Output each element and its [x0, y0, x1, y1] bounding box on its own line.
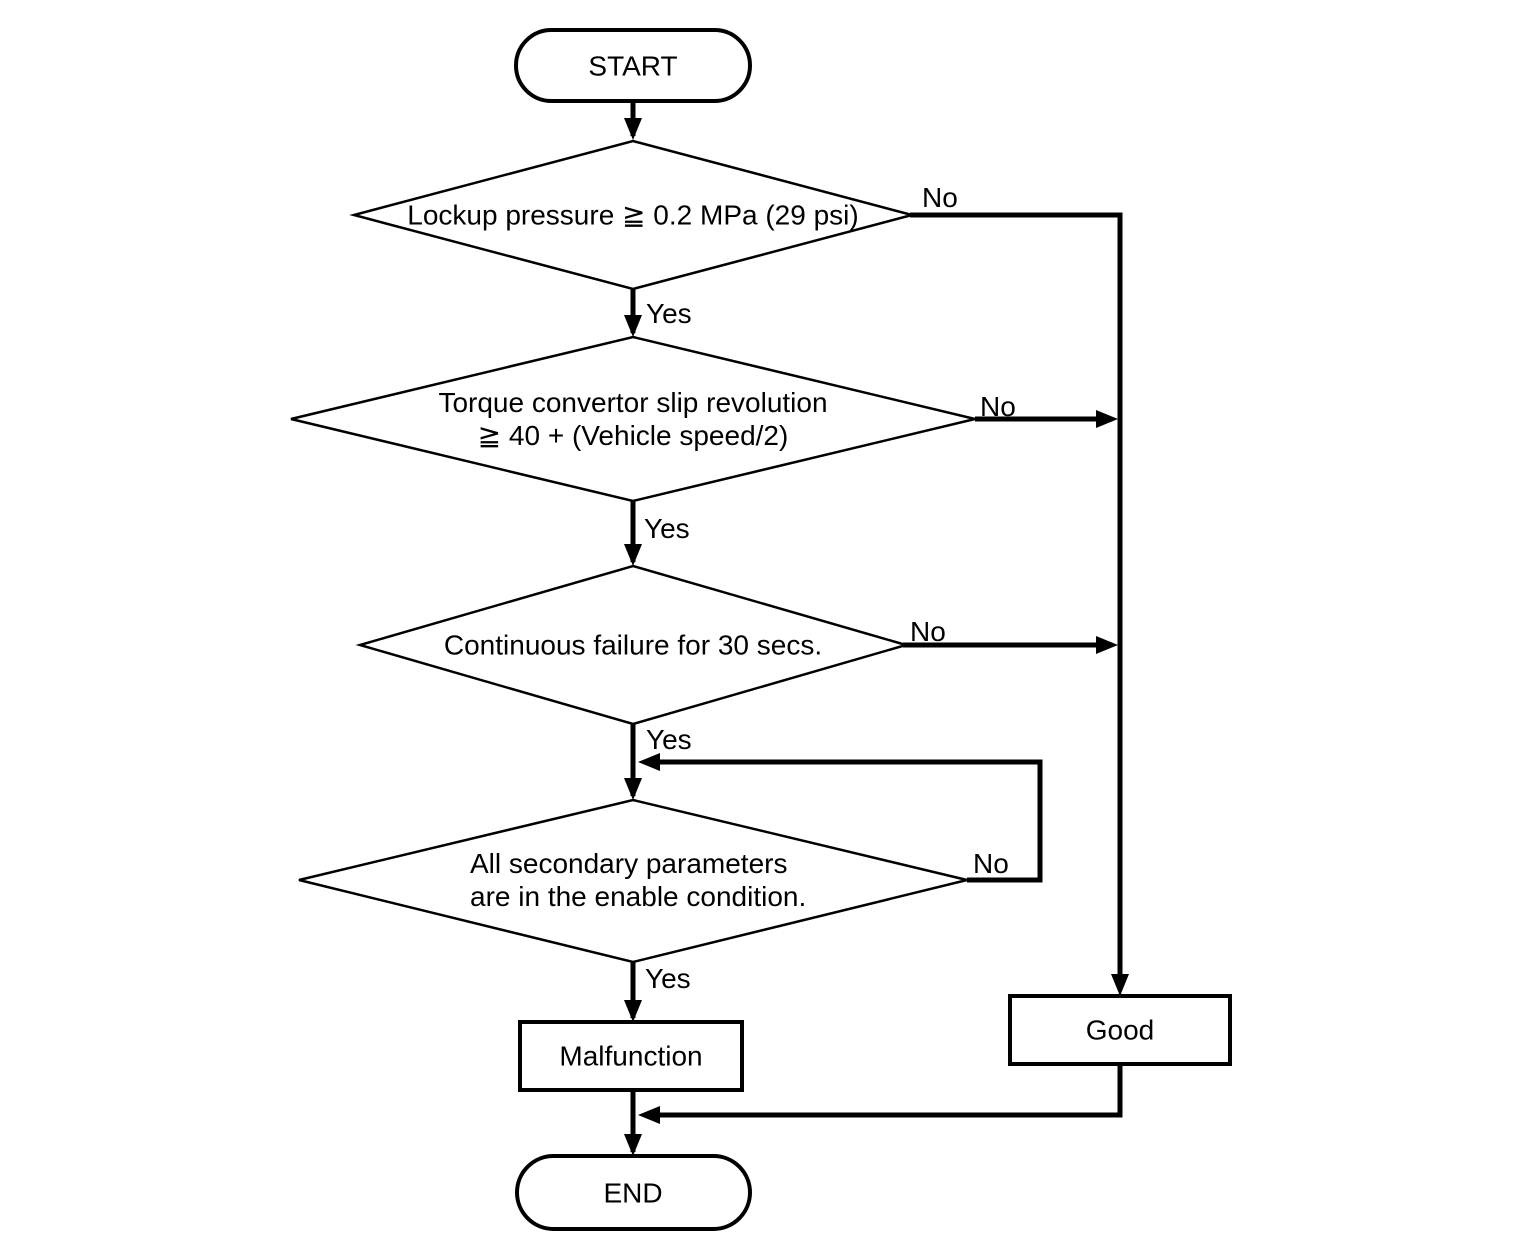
- malfunction-label: Malfunction: [559, 1040, 703, 1072]
- decision3-yes-label: Yes: [646, 724, 692, 755]
- decision3-no-label: No: [910, 616, 946, 647]
- decision4-no-label: No: [973, 848, 1009, 879]
- arrowhead-into-malfunction: [624, 1000, 642, 1022]
- decision4-label-line2: are in the enable condition.: [470, 881, 807, 912]
- decision2-label-line1: Torque convertor slip revolution: [438, 387, 828, 418]
- start-label: START: [588, 50, 678, 82]
- end-label: END: [603, 1177, 663, 1209]
- arrowhead-decision3-no-into-rail: [1096, 636, 1118, 654]
- edge-good-to-merge: [644, 1064, 1123, 1118]
- decision4-label-line1: All secondary parameters: [470, 848, 788, 879]
- arrowhead-into-good: [1111, 974, 1129, 996]
- decision2-diamond: [290, 335, 976, 503]
- decision2-label: Torque convertor slip revolution ≧ 40 + …: [438, 386, 827, 452]
- decision1-label: Lockup pressure ≧ 0.2 MPa (29 psi): [407, 199, 859, 231]
- decision3-label: Continuous failure for 30 secs.: [443, 629, 823, 661]
- arrowhead-decision2-no-into-rail: [1096, 410, 1118, 428]
- edge-decision1-no-rail: [910, 212, 1123, 990]
- arrowhead-into-decision2: [624, 315, 642, 337]
- decision4-diamond: [298, 798, 968, 964]
- good-label: Good: [1085, 1014, 1155, 1046]
- decision3-diamond: [355, 564, 911, 726]
- arrowhead-merge-into-line: [638, 1106, 660, 1124]
- decision1-yes-label: Yes: [646, 298, 692, 329]
- decision1-diamond: [349, 139, 917, 291]
- malfunction-node: [518, 1020, 744, 1092]
- decision2-label-line2: ≧ 40 + (Vehicle speed/2): [477, 420, 789, 451]
- arrowhead-into-decision4: [624, 778, 642, 800]
- edge-decision4-no-loop: [644, 759, 1043, 883]
- arrowhead-into-decision1: [624, 118, 642, 140]
- decision4-yes-label: Yes: [645, 963, 691, 994]
- arrowhead-loop-into-line: [638, 753, 660, 771]
- end-node: [515, 1154, 752, 1231]
- decision4-label: All secondary parameters are in the enab…: [470, 847, 806, 913]
- arrowhead-into-decision3: [624, 544, 642, 566]
- arrowhead-into-end: [624, 1134, 642, 1156]
- decision1-no-label: No: [922, 182, 958, 213]
- decision2-no-label: No: [980, 391, 1016, 422]
- good-node: [1008, 994, 1232, 1066]
- start-node: [514, 28, 752, 103]
- decision2-yes-label: Yes: [644, 513, 690, 544]
